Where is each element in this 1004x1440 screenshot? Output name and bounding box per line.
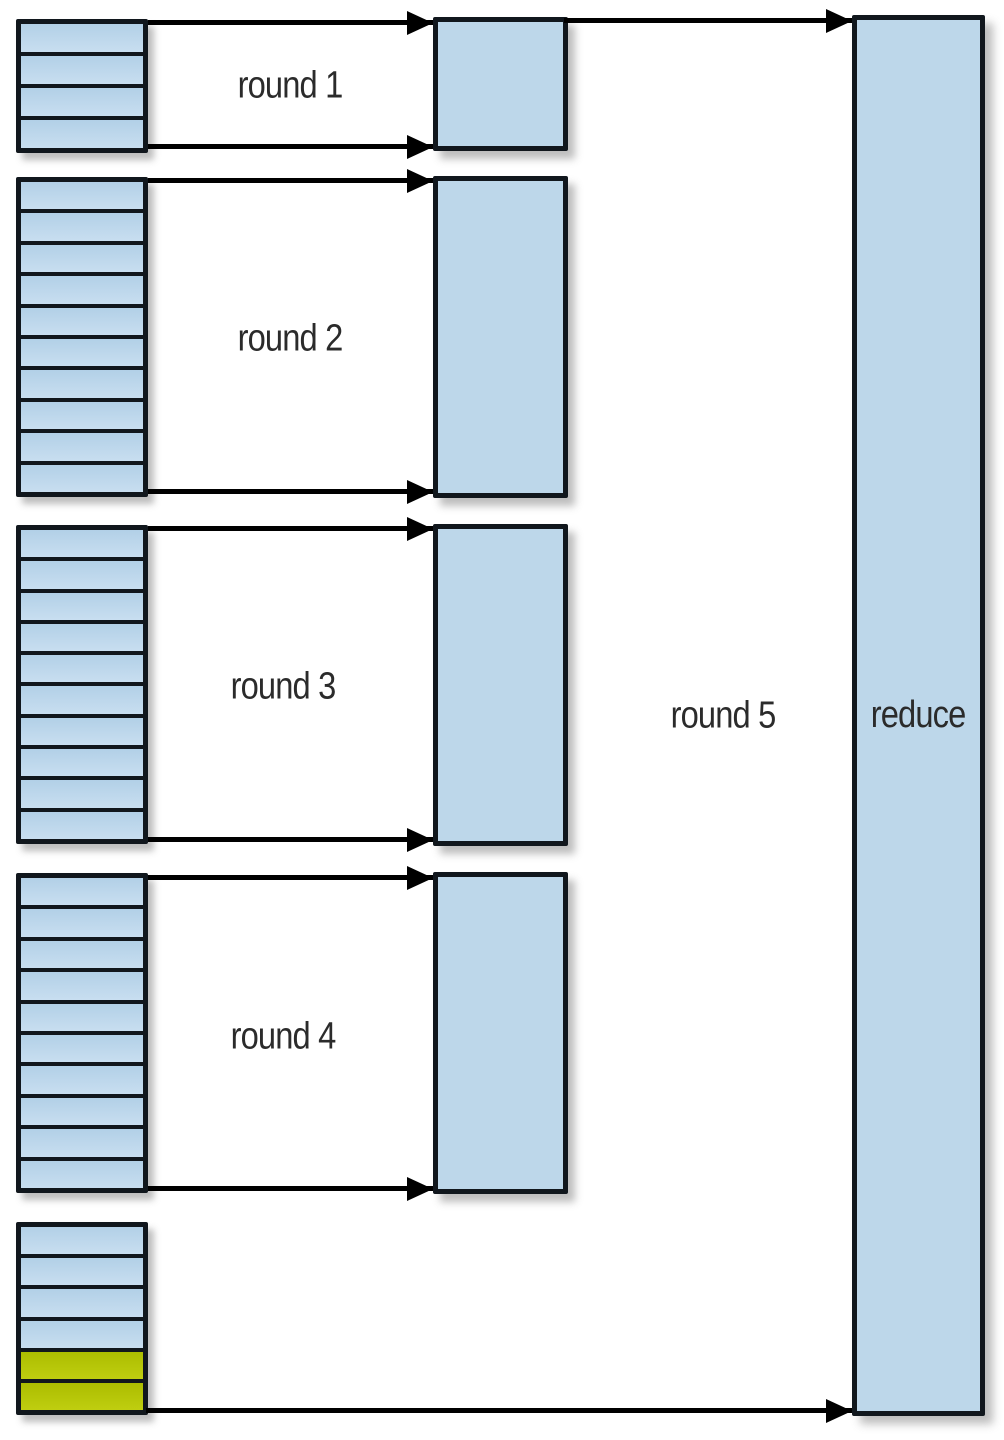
record-slice [21,56,143,84]
record-slice [21,433,143,461]
record-slice [21,1129,143,1157]
round-5-label: round 5 [670,694,777,737]
record-slice [21,1320,143,1348]
record-slice [21,244,143,273]
record-slice [21,972,143,1000]
input-stack-4 [16,873,148,1193]
round-3-label: round 3 [230,665,337,708]
arrow-stack5-to-reduce [146,1408,852,1413]
record-slice [21,339,143,367]
round-4-label: round 4 [230,1015,337,1058]
record-slice [21,1289,143,1317]
record-slice [21,370,143,398]
record-slice [21,1097,143,1126]
record-slice [21,623,143,652]
arrow-box1-to-reduce [564,18,852,23]
arrow-stack1-top-to-box1 [148,20,433,25]
record-slice [21,655,143,683]
arrow-stack4-bottom-to-box4 [148,1186,433,1191]
arrow-stack3-top-to-box3 [148,526,433,531]
record-slice [21,1003,143,1032]
record-slice [21,1258,143,1286]
record-slice [21,120,143,148]
input-stack-2 [16,177,148,497]
merge-box-round-1 [433,17,568,151]
arrow-stack4-top-to-box4 [148,875,433,880]
arrow-stack2-top-to-box2 [148,178,433,183]
record-slice [21,182,143,210]
input-stack-3 [16,525,148,844]
input-stack-5 [16,1222,148,1415]
record-slice [21,811,143,839]
round-2-label: round 2 [237,317,344,360]
record-slice [21,686,143,714]
record-slice [21,464,143,493]
record-slice [21,276,143,304]
record-slice [21,878,143,906]
record-slice [21,749,143,777]
record-slice [21,717,143,746]
merge-box-round-3 [433,524,568,846]
arrow-stack3-bottom-to-box3 [148,837,433,842]
merge-box-round-4 [433,872,568,1194]
record-slice [21,530,143,558]
arrow-stack2-bottom-to-box2 [148,489,433,494]
record-slice-olive [21,1351,143,1379]
record-slice [21,1035,143,1063]
record-slice [21,780,143,808]
record-slice [21,940,143,969]
record-slice [21,1160,143,1189]
record-slice [21,1227,143,1255]
record-slice [21,88,143,116]
record-slice [21,307,143,336]
input-stack-1 [16,19,148,153]
record-slice [21,592,143,620]
record-slice [21,401,143,430]
round-1-label: round 1 [237,64,344,107]
merge-box-round-2 [433,176,568,498]
record-slice [21,561,143,589]
reduce-label: reduce [871,694,967,736]
record-slice [21,1066,143,1094]
record-slice [21,213,143,241]
record-slice [21,909,143,937]
reduce-box: reduce [852,15,985,1416]
arrow-stack1-bottom-to-box1 [148,144,433,149]
record-slice [21,24,143,52]
record-slice-olive [21,1382,143,1411]
